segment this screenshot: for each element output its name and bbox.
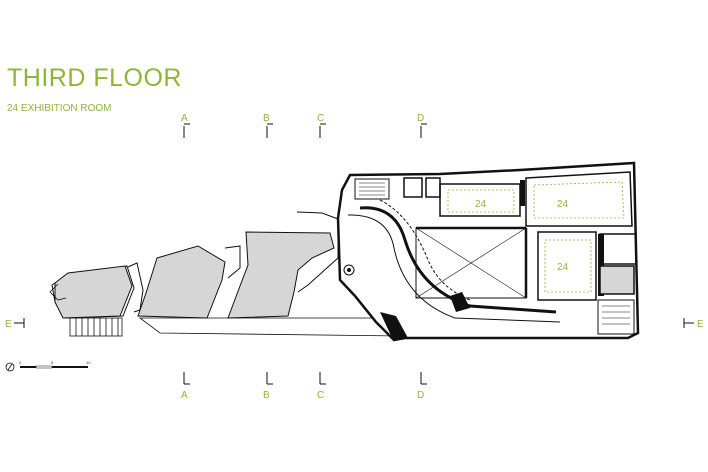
room-label-1: 24	[475, 199, 487, 210]
gallery-volume-1	[54, 265, 133, 319]
section-markers-e	[14, 318, 694, 328]
stair-core-right	[597, 299, 635, 335]
room-label-3: 24	[557, 262, 569, 273]
scale-segment-3	[52, 366, 88, 368]
exhibition-room-3	[544, 239, 592, 293]
gallery-connector-2	[224, 245, 241, 279]
column-dot	[347, 268, 351, 272]
section-label-a-top: A	[181, 113, 188, 124]
elevator-top	[403, 177, 423, 198]
lower-ramp	[138, 317, 402, 337]
section-label-b-bottom: B	[263, 390, 270, 401]
scale-segment-2	[35, 365, 53, 369]
structural-wall-1	[380, 312, 408, 340]
section-label-d-bottom: D	[417, 390, 424, 401]
exhibition-room-1	[447, 189, 515, 213]
gallery-volume-2	[137, 245, 226, 319]
scale-bar	[5, 362, 88, 372]
structural-wall-3	[598, 234, 604, 296]
page-title: THIRD FLOOR	[7, 64, 182, 92]
stair-left	[69, 317, 123, 337]
stair-core-top	[354, 178, 390, 200]
section-markers-bottom	[183, 372, 427, 385]
section-label-e-left: E	[5, 319, 12, 330]
scale-label-10: 10	[86, 360, 91, 365]
main-building	[336, 161, 640, 342]
section-label-c-top: C	[317, 113, 324, 124]
gallery-volume-3	[227, 231, 335, 319]
column-circle	[343, 264, 355, 276]
north-arrow-icon	[5, 362, 15, 372]
legend-text: 24 EXHIBITION ROOM	[7, 103, 112, 114]
gallery-connector-1	[127, 262, 144, 313]
exhibition-room-2	[533, 181, 625, 219]
scale-label-0: 0	[19, 360, 22, 365]
section-label-d-top: D	[417, 113, 424, 124]
section-label-c-bottom: C	[317, 390, 324, 401]
section-label-e-right: E	[697, 319, 704, 330]
room-label-2: 24	[557, 199, 569, 210]
section-label-a-bottom: A	[181, 390, 188, 401]
stair-corner	[49, 283, 67, 301]
scale-label-5: 5	[51, 360, 54, 365]
section-label-b-top: B	[263, 113, 270, 124]
section-markers-top	[183, 123, 427, 138]
scale-segment-1	[20, 366, 36, 368]
service-core-right	[599, 233, 637, 265]
structural-wall-2	[450, 292, 470, 312]
exhibition-room-2-wall	[525, 171, 633, 227]
exhibition-room-3-wall	[537, 231, 597, 301]
structural-wall-4	[520, 180, 525, 206]
ramp-inner	[347, 214, 561, 323]
elevator-right	[599, 265, 635, 295]
sculpted-gallery-volumes	[51, 211, 339, 319]
